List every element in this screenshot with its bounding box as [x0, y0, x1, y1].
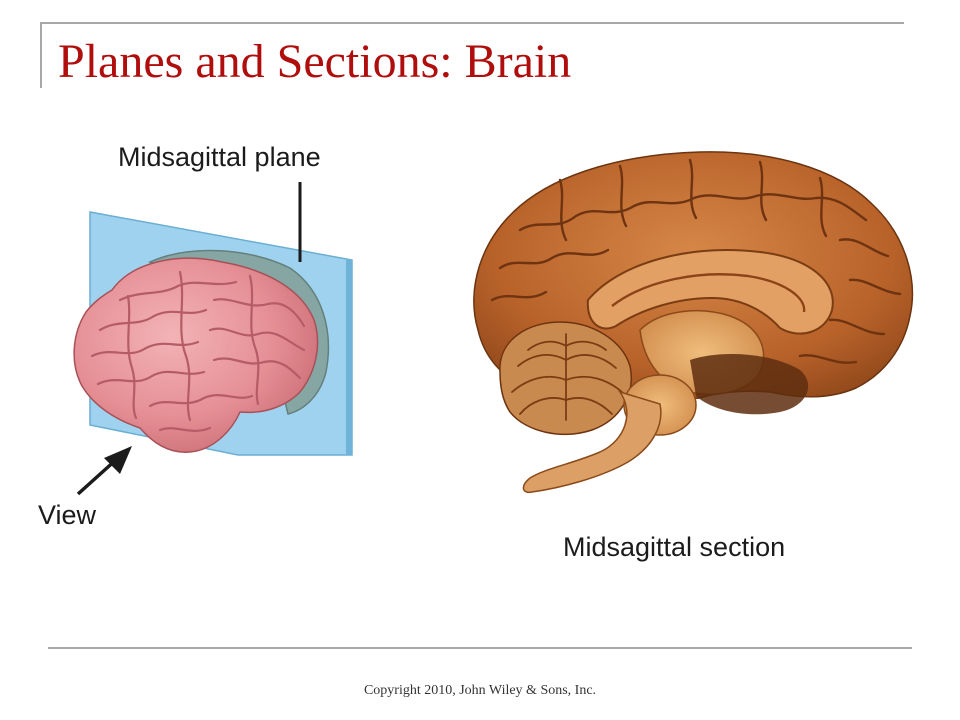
pink-brain-hemisphere — [73, 257, 319, 453]
copyright-footer: Copyright 2010, John Wiley & Sons, Inc. — [363, 683, 597, 698]
title-left-rule — [40, 22, 42, 88]
footer-rule — [48, 647, 912, 649]
title-top-rule — [40, 22, 904, 24]
view-label: View — [38, 500, 97, 530]
midsagittal-plane-label: Midsagittal plane — [118, 142, 321, 172]
slide-title: Planes and Sections: Brain — [58, 35, 572, 88]
midsagittal-section-specimen — [473, 151, 914, 494]
midsagittal-section-label: Midsagittal section — [563, 532, 786, 562]
arrow-icon — [76, 446, 132, 496]
